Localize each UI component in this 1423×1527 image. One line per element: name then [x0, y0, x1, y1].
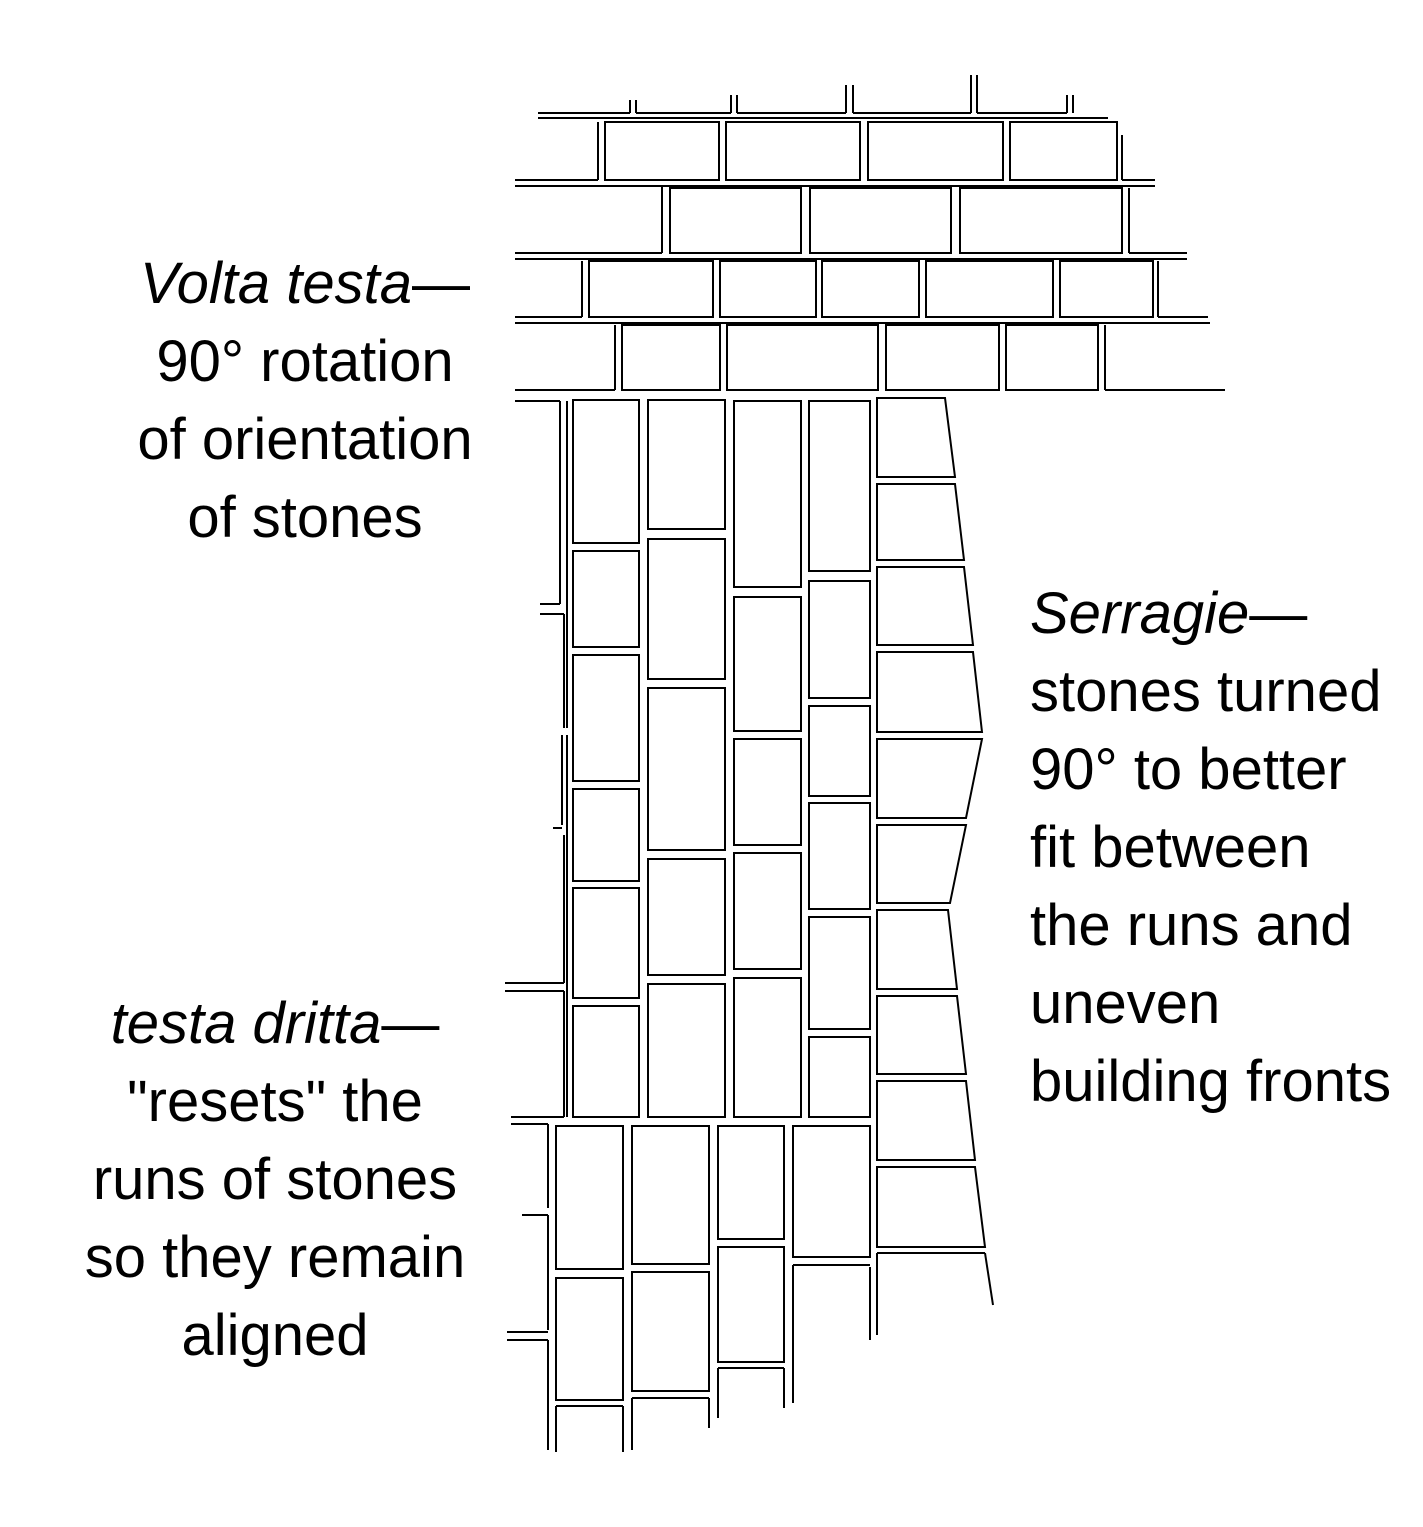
label-line: runs of stones	[92, 1147, 458, 1212]
wedge-stone	[876, 566, 975, 646]
em-dash: —	[381, 991, 440, 1056]
wedge-stone	[876, 1080, 977, 1161]
paving-stone	[733, 852, 802, 970]
paving-stone	[726, 324, 879, 391]
paving-stone	[808, 802, 871, 910]
paving-stone	[808, 1036, 871, 1118]
paving-stone	[647, 858, 726, 976]
label-line: uneven	[1030, 971, 1221, 1036]
paving-stone	[821, 260, 920, 318]
paving-stone	[725, 121, 861, 181]
paving-stone	[808, 705, 871, 797]
wedge-stone	[876, 824, 968, 904]
em-dash: —	[1249, 581, 1308, 646]
label-line: 90° rotation	[156, 329, 454, 394]
paving-stone	[1009, 121, 1118, 181]
label-line: of orientation	[137, 407, 473, 472]
paving-stone	[572, 1005, 640, 1118]
testa-dritta-reset-course	[507, 1123, 871, 1452]
term-testa-dritta: testa dritta	[110, 991, 382, 1056]
wedge-stone	[876, 909, 959, 990]
wedge-stone	[876, 483, 966, 561]
label-line: "resets" the	[127, 1069, 423, 1134]
label-heading-line: testa dritta—	[55, 985, 495, 1063]
paving-stone	[733, 400, 802, 588]
volta-testa-horizontal-courses	[515, 75, 1225, 391]
serragie-label: Serragie— stones turned 90° to better fi…	[1030, 575, 1410, 1121]
label-heading-line: Volta testa—	[110, 245, 500, 323]
label-heading-line: Serragie—	[1030, 575, 1410, 653]
label-line: fit between	[1030, 815, 1311, 880]
paving-stone	[717, 1125, 785, 1240]
paving-stone	[647, 538, 726, 680]
paving-stone	[733, 596, 802, 732]
wedge-stone	[876, 995, 968, 1075]
paving-stone	[808, 400, 871, 572]
wedge-stone	[876, 651, 984, 733]
wedge-stone	[876, 397, 957, 478]
label-line: stones turned	[1030, 659, 1382, 724]
paving-stone	[808, 580, 871, 699]
em-dash: —	[411, 251, 470, 316]
paving-stone	[572, 887, 640, 999]
paving-stone	[555, 1125, 624, 1270]
paving-stone	[885, 324, 1000, 391]
term-volta-testa: Volta testa	[140, 251, 412, 316]
stone-edge	[984, 1252, 994, 1306]
wedge-stone	[876, 1166, 987, 1248]
label-line: of stones	[187, 485, 423, 550]
paving-stone	[647, 983, 726, 1118]
paving-stone	[572, 654, 640, 782]
paving-stone	[792, 1125, 871, 1258]
label-line: the runs and	[1030, 893, 1353, 958]
paving-stone	[733, 738, 802, 846]
left-edge-stones	[505, 400, 568, 1118]
serragie-vertical-runs	[572, 397, 994, 1340]
label-line: 90° to better	[1030, 737, 1347, 802]
label-line: so they remain	[84, 1225, 466, 1290]
paving-stone	[572, 399, 640, 544]
paving-stone	[959, 187, 1123, 254]
paving-stone	[1059, 260, 1154, 318]
paving-stone	[588, 260, 714, 318]
paving-stone	[647, 399, 726, 530]
paving-stone	[867, 121, 1004, 181]
paving-stone	[555, 1277, 624, 1401]
testa-dritta-label: testa dritta— "resets" the runs of stone…	[55, 985, 495, 1375]
paving-stone	[719, 260, 817, 318]
paving-stone	[1005, 324, 1099, 391]
label-line: aligned	[181, 1303, 369, 1368]
paving-stone	[604, 121, 720, 181]
paving-stone	[733, 977, 802, 1118]
paving-stone	[631, 1125, 710, 1265]
paving-stone	[669, 187, 802, 254]
paving-stone	[808, 916, 871, 1030]
paving-stone	[621, 324, 721, 391]
paving-stone	[572, 550, 640, 648]
paving-stone	[572, 788, 640, 882]
wedge-stone	[876, 738, 984, 819]
term-serragie: Serragie	[1030, 581, 1250, 646]
paving-stone	[717, 1246, 785, 1363]
paving-stone	[647, 687, 726, 851]
paving-stone	[925, 260, 1054, 318]
label-line: building fronts	[1030, 1049, 1392, 1114]
paving-stone	[809, 187, 952, 254]
volta-testa-label: Volta testa— 90° rotation of orientation…	[110, 245, 500, 557]
paving-stone	[631, 1271, 710, 1392]
